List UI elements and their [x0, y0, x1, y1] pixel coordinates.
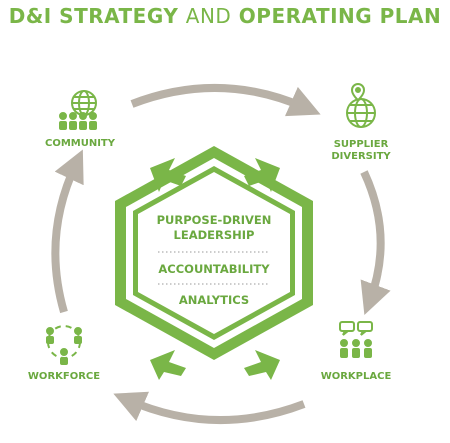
- node-community: [59, 90, 97, 130]
- globe-pin-icon: [346, 83, 376, 128]
- arrow-top: [130, 84, 321, 117]
- title-part-2: AND: [185, 4, 232, 28]
- corner-arrow-bl: [150, 350, 186, 380]
- label-workforce: WORKFORCE: [28, 371, 100, 382]
- center-text: PURPOSE-DRIVEN LEADERSHIP ACCOUNTABILITY…: [157, 213, 272, 307]
- globe-people-icon: [59, 90, 97, 130]
- corner-arrow-tr: [244, 158, 280, 192]
- center-item-analytics: ANALYTICS: [179, 293, 249, 307]
- corner-arrow-br: [244, 350, 280, 380]
- label-workplace: WORKPLACE: [321, 371, 392, 382]
- label-community: COMMUNITY: [45, 138, 116, 149]
- center-item-accountability: ACCOUNTABILITY: [158, 262, 270, 276]
- node-workplace: [339, 321, 373, 358]
- label-supplier: SUPPLIER: [334, 139, 389, 150]
- corner-arrow-tl: [150, 158, 186, 192]
- center-line-1: PURPOSE-DRIVEN: [157, 213, 272, 227]
- cycle-arrows: [51, 84, 391, 424]
- center-dividers: [158, 251, 270, 285]
- title-part-1: D&I STRATEGY: [8, 4, 179, 28]
- meeting-people-icon: [339, 321, 373, 358]
- arrow-right: [360, 170, 391, 315]
- arrow-bottom: [113, 391, 306, 424]
- label-diversity: DIVERSITY: [331, 151, 391, 162]
- node-supplier-diversity: [346, 83, 376, 128]
- page-title: D&I STRATEGY AND OPERATING PLAN: [0, 2, 450, 30]
- team-circle-icon: [46, 325, 82, 365]
- center-hexagon: [115, 146, 313, 360]
- hexagon-corner-arrows: [150, 158, 280, 380]
- arrow-left: [51, 149, 84, 314]
- node-workforce: [46, 325, 82, 365]
- center-line-2: LEADERSHIP: [174, 228, 255, 242]
- title-part-3: OPERATING PLAN: [238, 4, 442, 28]
